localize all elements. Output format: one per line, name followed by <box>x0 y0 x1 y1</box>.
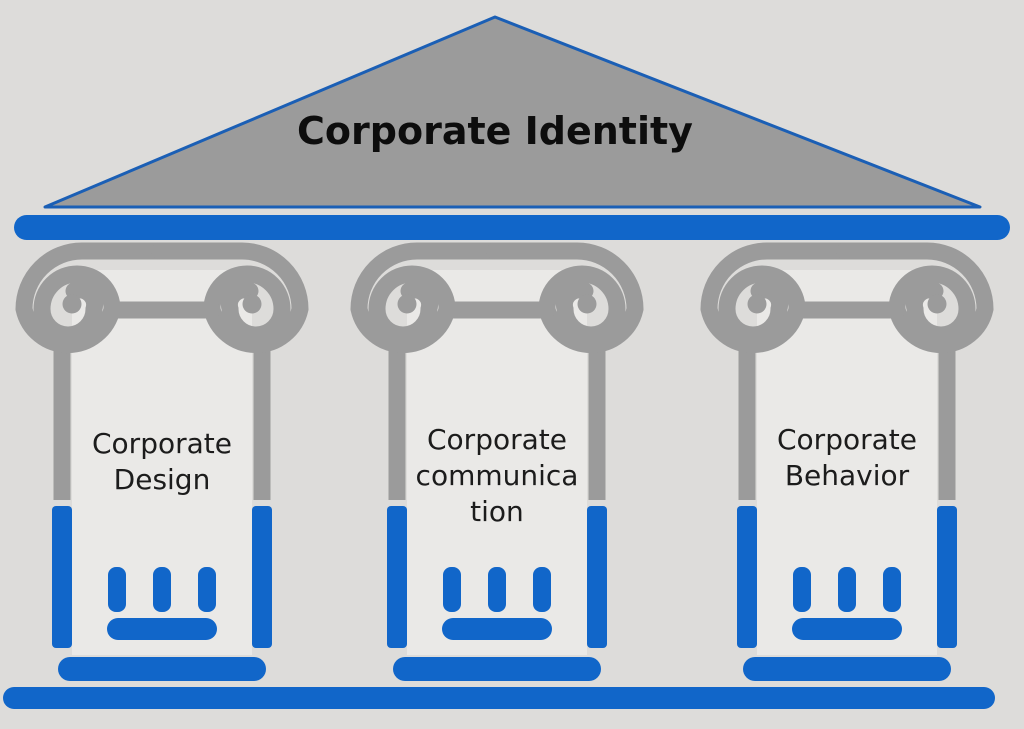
pillar-label-corporate-design: Corporate Design <box>92 427 232 496</box>
ground-bar <box>3 687 995 709</box>
pillar-label-corporate-communication: Corporate communica tion <box>415 423 579 528</box>
entablature-bar <box>14 215 1010 240</box>
temple-pediment-icon <box>43 15 982 209</box>
pillar-label-corporate-behavior: Corporate Behavior <box>777 423 917 492</box>
diagram-title: Corporate Identity <box>297 109 693 153</box>
